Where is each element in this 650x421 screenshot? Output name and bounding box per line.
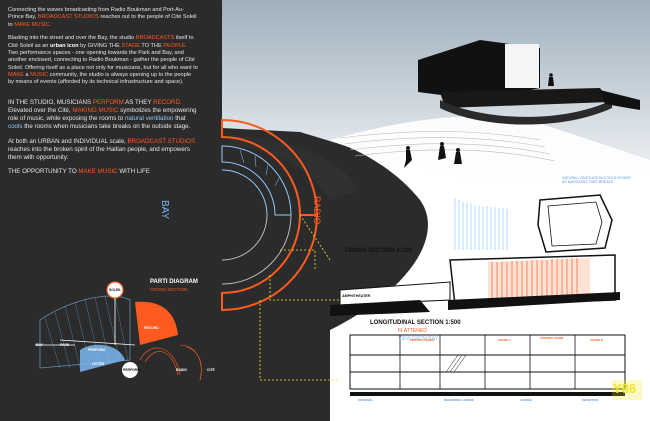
bay-small-label: BAY [36, 343, 43, 347]
p1-make-music: MAKE MUSIC. [14, 21, 52, 28]
soleil-label: SOLEIL [109, 288, 122, 292]
p3-perform: PERFORM [92, 98, 124, 106]
p3-text-a: IN THE STUDIO, MUSICIANS [8, 98, 92, 106]
intro-text: Connecting the waves broadcasting from R… [8, 7, 198, 182]
p3-text-c: AS THEY [125, 98, 152, 106]
room-control-room: CONTROL ROOM [540, 336, 564, 340]
perform-small-label: PERFORM [88, 348, 105, 352]
intro-paragraph-5: THE OPPORTUNITY TO MAKE MUSIC WITH LIFE [8, 168, 198, 176]
p3-text-g: symbolizes the empowering role of music,… [8, 106, 197, 123]
amphitheater-label: AMPHITHEATER [342, 294, 371, 298]
intro-paragraph-1: Connecting the waves broadcasting from R… [8, 7, 198, 29]
p2-text-k: a [25, 72, 29, 78]
record-label: RECORD [144, 326, 159, 330]
p3-text-e: Elevated over the Cité, [8, 106, 71, 114]
p2-urban-icon: urban icon [49, 42, 79, 49]
p1-broadcast: BROADCAST STUDIOS [37, 14, 99, 21]
intro-paragraph-4: At both an URBAN and INDIVIDUAL scale, B… [8, 138, 198, 163]
radio-label: RADIO [312, 196, 322, 225]
intro-paragraph-2: Blasting into the street and over the Ba… [8, 35, 198, 87]
room-lounge: LOUNGE [520, 398, 532, 402]
room-sound-b: SOUND B [590, 338, 603, 342]
radio-small-label: RADIO [176, 368, 187, 372]
p3-natural-ventilation: natural ventilation [124, 115, 174, 123]
longitudinal-section-title: LONGITUDINAL SECTION 1:500 [370, 320, 461, 326]
p2-stage: STAGE [121, 42, 140, 49]
park-label: PARK [60, 343, 70, 347]
perform-label: PERFORM [123, 368, 140, 372]
p3-text-i: that [175, 115, 186, 123]
p5-text-c: WITH LIFE [119, 168, 150, 176]
room-reception: RECEPTION [582, 398, 599, 402]
p2-text-c: itself to Cité Soleil as an [8, 35, 194, 49]
p3-making-music: MAKING MUSIC [72, 106, 119, 114]
p2-text-a: Blasting into the street and over the Ba… [8, 35, 135, 42]
bay-label: BAY [159, 200, 170, 220]
room-recording-lounge: RECORDING LOUNGE [444, 398, 474, 402]
p4-text-a: At both an URBAN and INDIVIDUAL scale, [8, 137, 126, 145]
parti-diagram-title: PARTI DIAGRAM [150, 279, 198, 285]
p4-text-c: reaches into the broken spirit of the Ha… [8, 145, 190, 161]
p2-people: PEOPLE. [163, 42, 188, 49]
p5-make-music: MAKE MUSIC [78, 168, 118, 176]
room-sound-a: SOUND A [498, 338, 511, 342]
listen-label: LISTEN [92, 362, 105, 366]
p2-text-i: Two performance spaces - one opening tow… [8, 49, 198, 71]
parti-diagram-subtitle: CROSS SECTION [150, 287, 188, 292]
p4-broadcast-studios: BROADCAST STUDIOS [127, 137, 196, 145]
room-private-lounge: PRIVATE LOUNGE [410, 338, 435, 342]
p5-text-a: THE OPPORTUNITY TO [8, 168, 77, 176]
page-number: Y86 [613, 381, 637, 396]
p2-music: MUSIC [30, 72, 49, 78]
p3-text-k: the rooms when musicians take breaks on … [24, 123, 191, 131]
p2-make: MAKE [8, 72, 24, 78]
cross-section-title: CROSS SECTION 1:200 [345, 248, 412, 254]
intro-paragraph-3: IN THE STUDIO, MUSICIANS PERFORM AS THEY… [8, 99, 198, 132]
room-external: EXTERNAL [358, 398, 374, 402]
p3-cools: cools [8, 123, 23, 131]
p3-record: RECORD. [153, 98, 182, 106]
p1-text-a: Connecting the waves broadcasting from R… [8, 7, 184, 21]
view-from-bay-label: VIEW FROM BAY [398, 336, 438, 342]
p2-broadcasts: BROADCASTS [135, 35, 175, 42]
cite-label: CITÉ [207, 368, 215, 372]
ventilation-note: NATURAL VENTILATION COOLS ROOMS AS MUSIC… [562, 176, 631, 185]
p1-text-c: reaches out to the people of Cité Soleil… [8, 14, 197, 28]
p2-text-e: by GIVING THE [80, 42, 120, 49]
flattened-label: FLATTENED [398, 328, 427, 334]
p2-text-g: TO THE [141, 42, 162, 49]
p2-text-m: community, the studio is always opening … [8, 72, 192, 86]
